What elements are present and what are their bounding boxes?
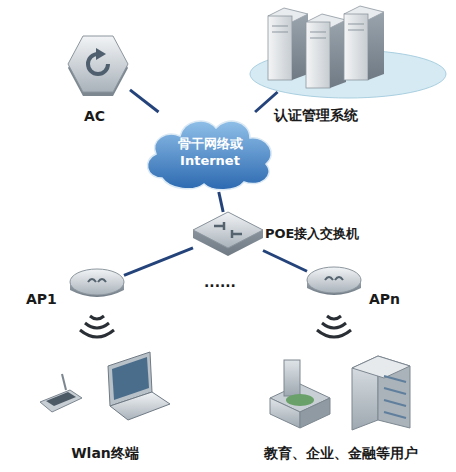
node-label: 教育、企业、金融等用户 — [254, 445, 428, 463]
cloud-label: 骨干网络或 Internet — [158, 135, 262, 169]
terminal-node: Wlan终端 — [38, 350, 172, 422]
ap-node: APn — [307, 267, 361, 301]
ap-node: AP1 — [70, 269, 124, 303]
network-link — [263, 251, 307, 272]
node-label: AP1 — [26, 291, 57, 307]
ac-node: AC — [66, 36, 130, 94]
access-point-icon — [70, 269, 124, 297]
server-group-icon — [250, 6, 446, 98]
wireless-waves — [80, 316, 351, 337]
terminal-icons — [40, 352, 170, 420]
poe-switch-node: POE接入交换机 — [193, 212, 263, 256]
node-label: AC — [84, 108, 105, 124]
node-label: Wlan终端 — [38, 445, 172, 463]
user-site-node: 教育、企业、金融等用户 — [268, 354, 414, 430]
network-link — [130, 90, 159, 112]
ac-icon — [68, 36, 128, 96]
backbone-cloud: 骨干网络或 Internet — [140, 112, 280, 192]
node-label: POE接入交换机 — [265, 225, 359, 243]
cloud-shape — [140, 112, 280, 192]
switch-icon — [193, 212, 263, 256]
network-link — [219, 192, 223, 212]
node-label: APn — [369, 291, 400, 307]
ellipsis-label: ...... — [204, 274, 236, 290]
building-icons — [270, 356, 410, 430]
network-link — [124, 248, 193, 275]
node-label: 认证管理系统 — [274, 107, 358, 125]
auth-system-node: 认证管理系统 — [262, 6, 390, 92]
access-point-icon — [307, 267, 361, 295]
